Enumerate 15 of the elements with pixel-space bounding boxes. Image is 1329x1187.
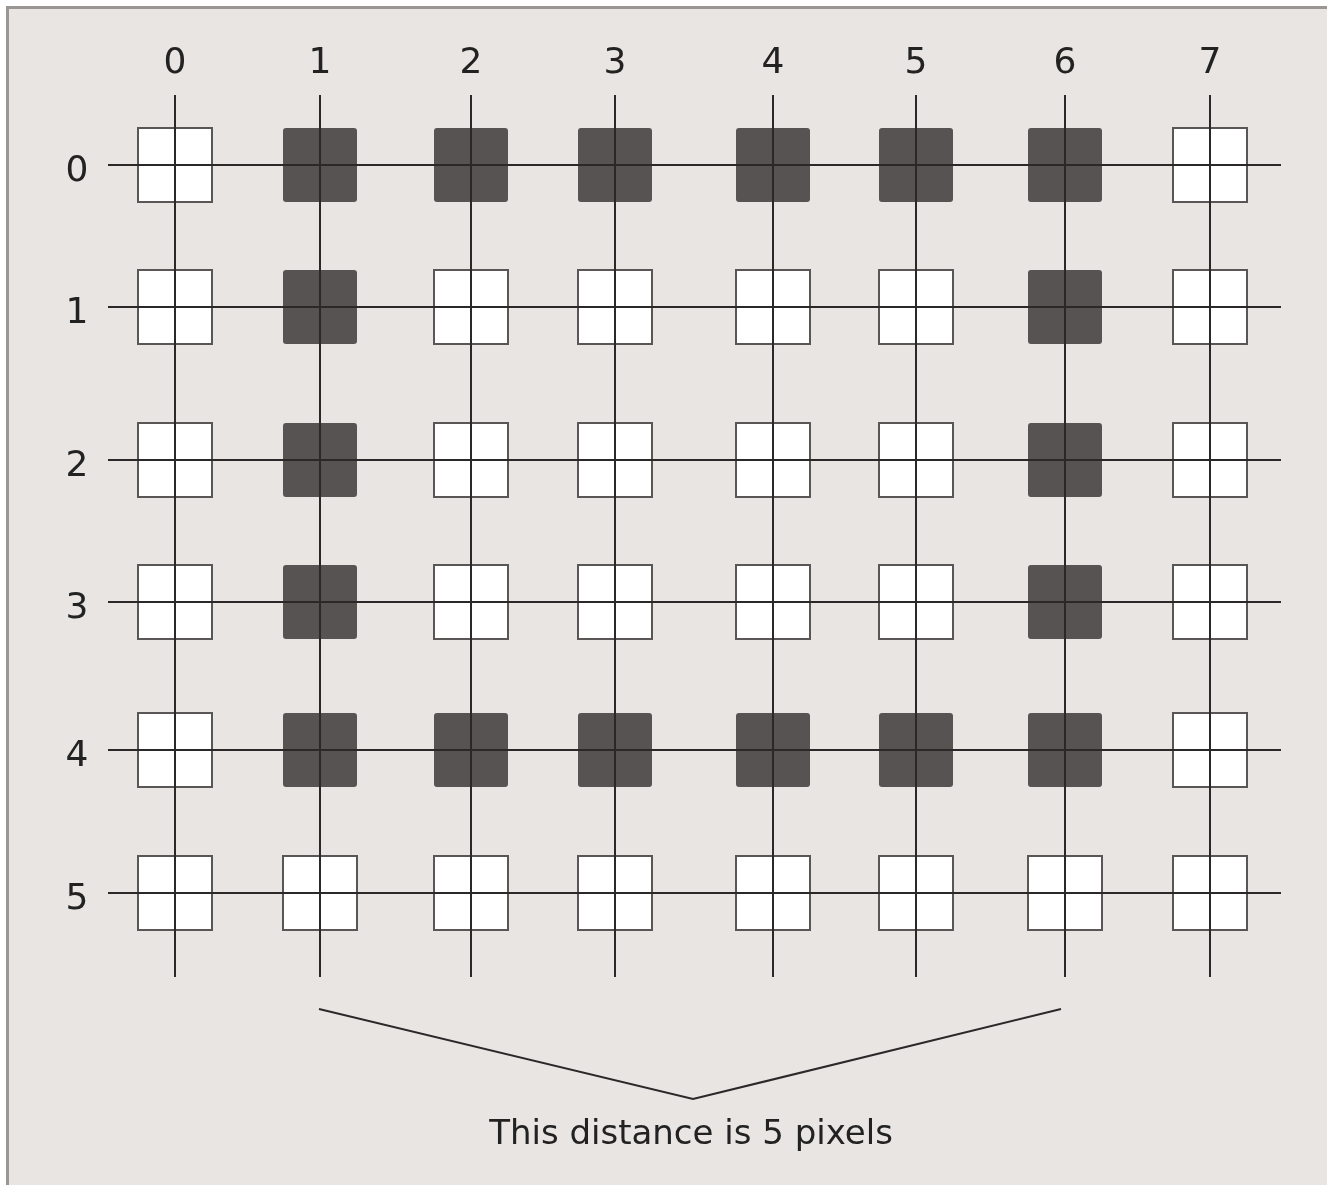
column-number: 0: [162, 41, 188, 81]
row-number: 0: [64, 149, 90, 189]
column-number: 2: [458, 41, 484, 81]
column-number: 6: [1052, 41, 1078, 81]
row-number: 2: [64, 444, 90, 484]
column-number: 1: [307, 41, 333, 81]
column-number: 4: [760, 41, 786, 81]
column-number: 7: [1197, 41, 1223, 81]
column-number: 3: [602, 41, 628, 81]
dimension-label: This distance is 5 pixels: [489, 1112, 893, 1152]
row-number: 1: [64, 291, 90, 331]
row-number: 5: [64, 877, 90, 917]
row-number: 4: [64, 734, 90, 774]
row-number: 3: [64, 586, 90, 626]
column-number: 5: [903, 41, 929, 81]
